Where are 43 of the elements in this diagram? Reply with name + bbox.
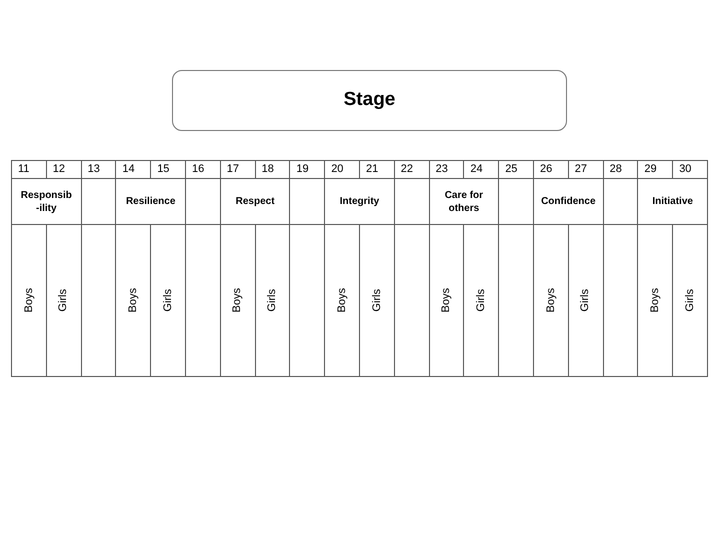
table-cell-text: Boys	[544, 288, 558, 313]
table-cell: 18	[256, 161, 290, 179]
table-cell: Care for others	[430, 179, 500, 225]
table-cell: Integrity	[325, 179, 395, 225]
table-cell: 20	[325, 161, 360, 179]
table-cell-text: Boys	[22, 288, 36, 313]
table-cell: Respect	[220, 179, 290, 225]
table-cell: 14	[116, 161, 152, 179]
table-cell: 28	[604, 161, 638, 179]
table-cell: 12	[46, 161, 82, 179]
table-cell: 22	[394, 161, 430, 179]
table-cell: 15	[151, 161, 186, 179]
table-cell: 29	[638, 161, 674, 179]
table-cell-text: Girls	[682, 289, 697, 312]
table-cell: 27	[568, 161, 604, 179]
table-cell-text: Boys	[648, 288, 662, 313]
table-cell: 24	[464, 161, 500, 179]
table-cell: Responsib -ility	[12, 179, 82, 225]
table-cell: Initiative	[638, 179, 708, 225]
table-cell-text: Girls	[56, 289, 70, 312]
table-cell-text: Girls	[160, 289, 175, 312]
table-cell-text: Girls	[370, 289, 384, 312]
table-cell-text: Boys	[439, 288, 454, 313]
table-cell: Resilience	[116, 179, 186, 225]
table-cell-text: Boys	[230, 288, 244, 313]
table-cell-text: Girls	[578, 289, 592, 312]
table-cell-text: Boys	[334, 288, 349, 313]
table-cell-text: Boys	[126, 288, 140, 313]
table-cell: 17	[220, 161, 256, 179]
table-cell: 26	[534, 161, 569, 179]
table-cell: 30	[673, 161, 708, 179]
table-cell: 11	[12, 161, 47, 179]
title-text: Stage	[344, 88, 396, 112]
table-cell: 23	[430, 161, 464, 179]
table-cell: 16	[186, 161, 221, 179]
table-cell: 21	[360, 161, 395, 179]
table-cell: 19	[290, 161, 326, 179]
table-cell: Confidence	[534, 179, 604, 225]
table-cell: 13	[82, 161, 116, 179]
table-cell-text: Girls	[474, 289, 488, 312]
title-box	[172, 70, 567, 131]
table-cell-text: Girls	[265, 289, 280, 312]
table-cell: 25	[499, 161, 534, 179]
